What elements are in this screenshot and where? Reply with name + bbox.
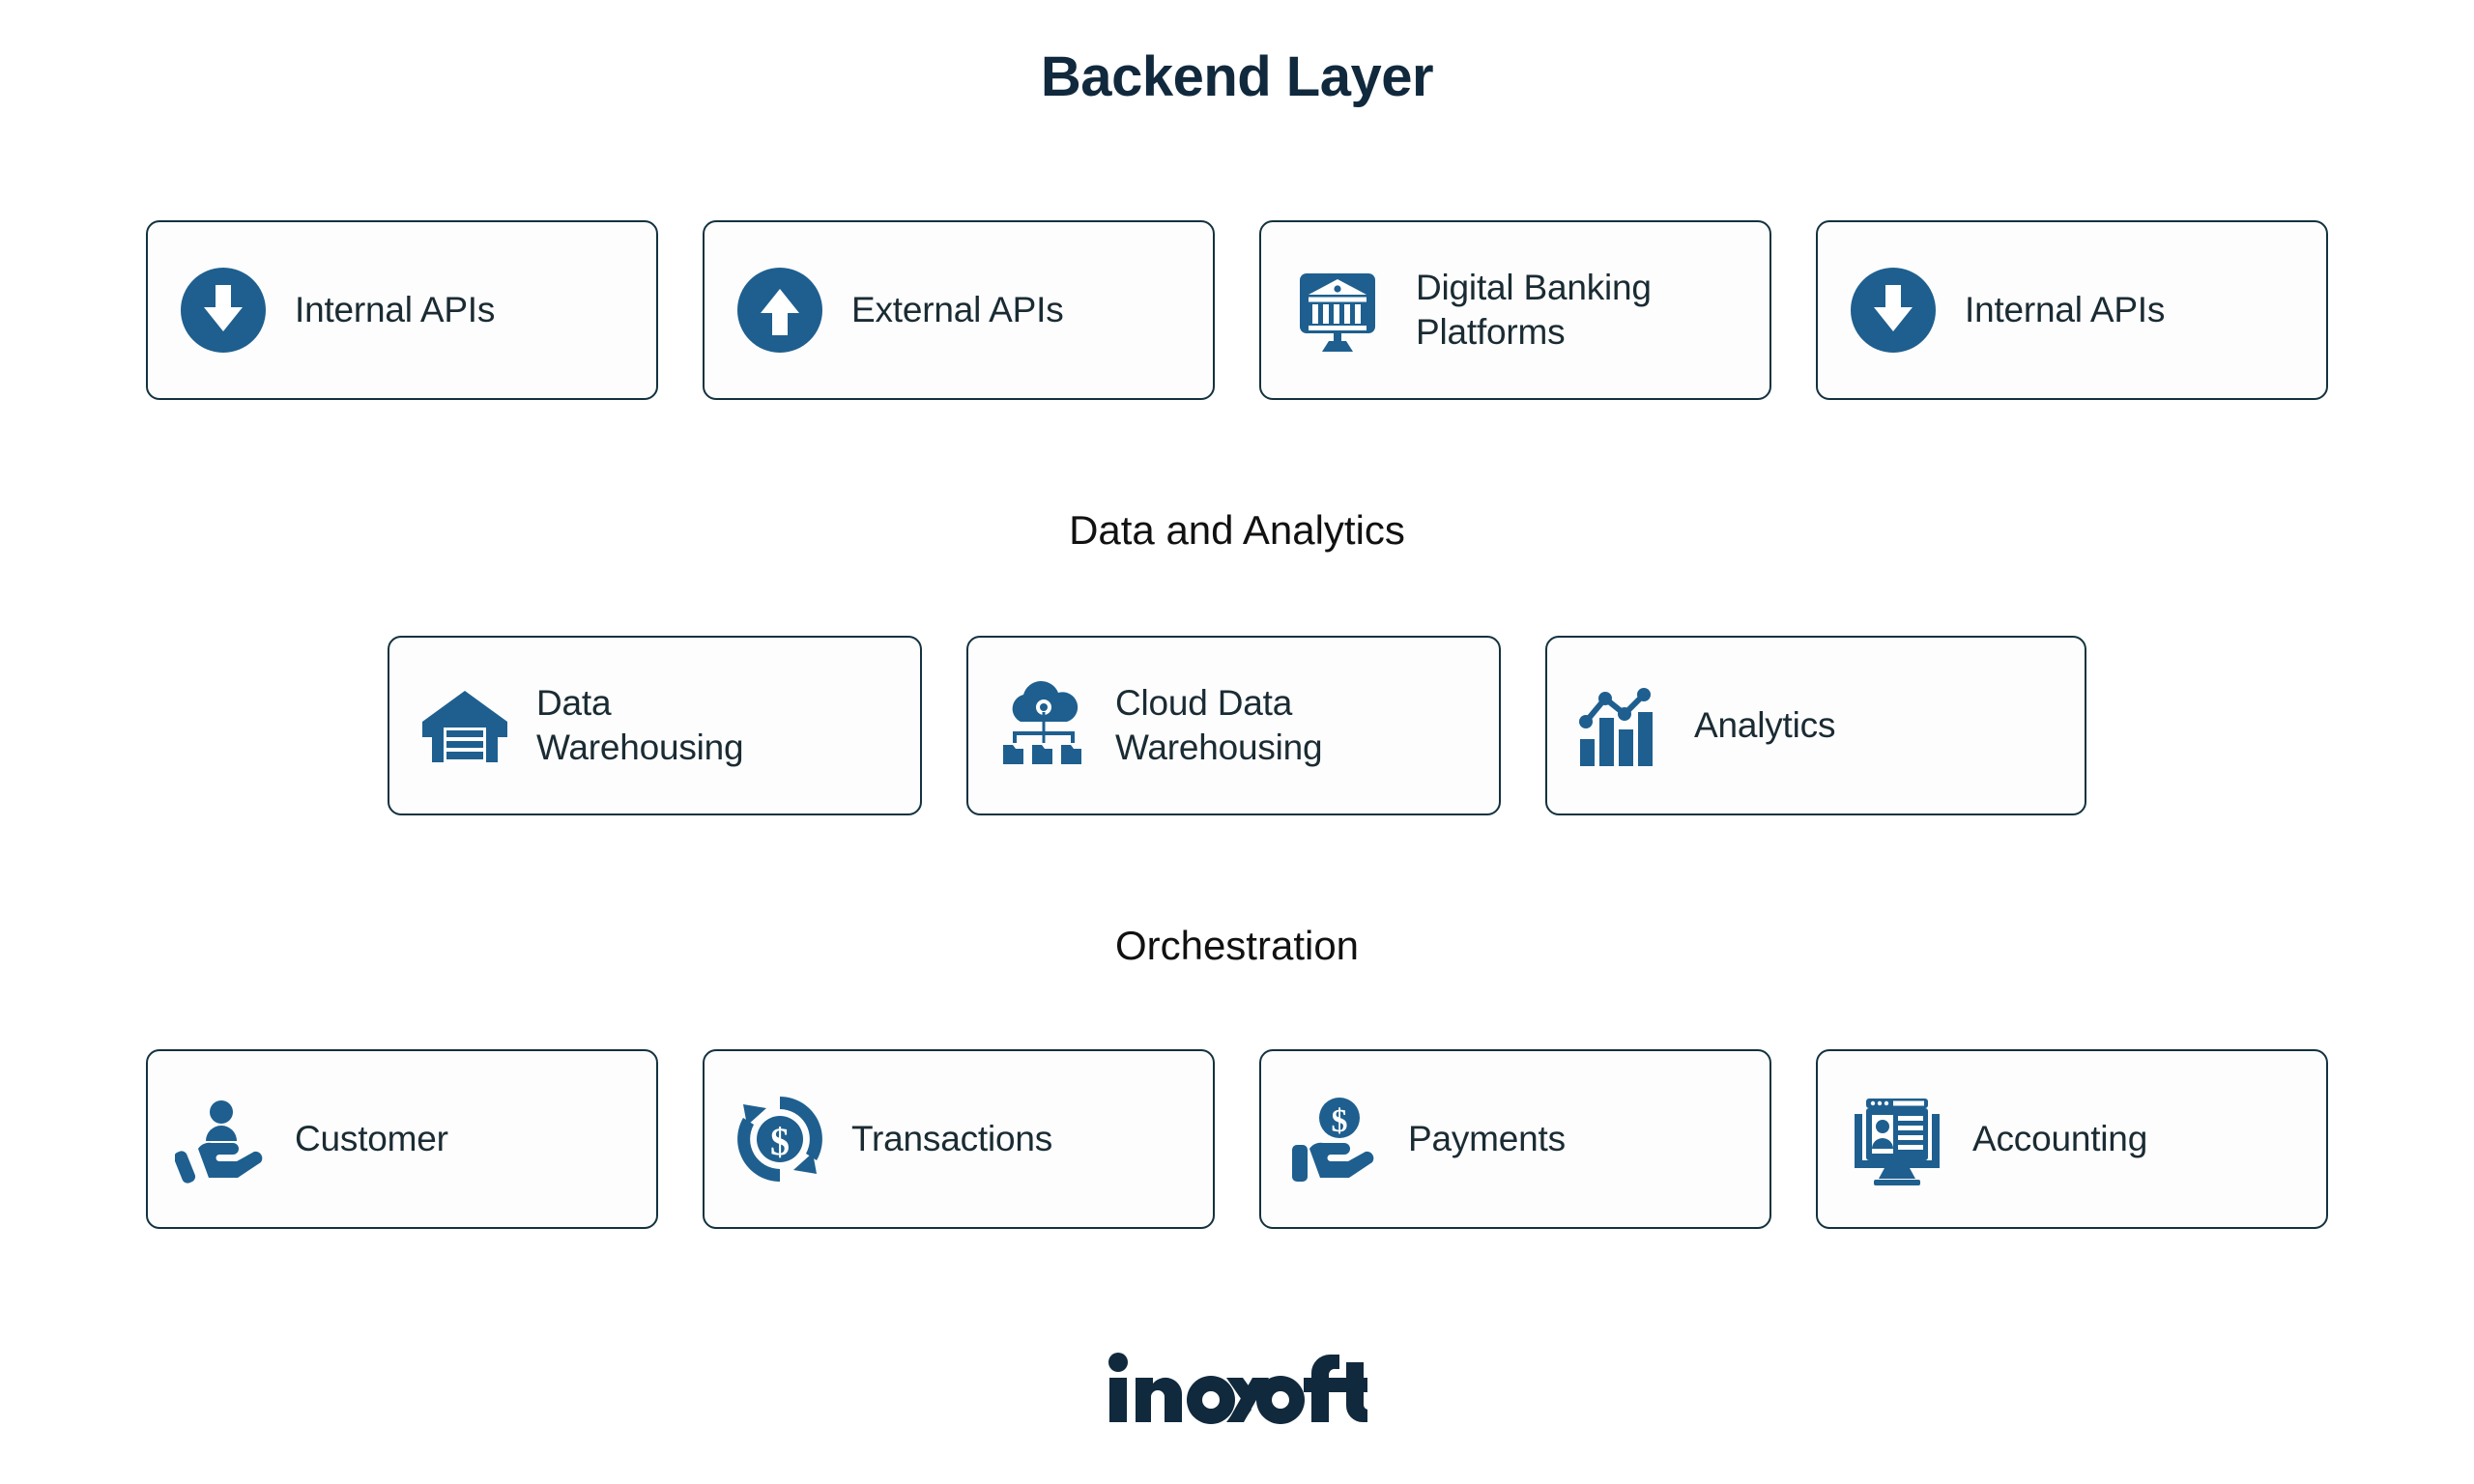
svg-text:$: $ xyxy=(1332,1103,1348,1139)
section-heading-data-analytics: Data and Analytics xyxy=(1069,507,1405,553)
refresh-coin-icon: $ xyxy=(730,1089,830,1189)
bank-monitor-icon xyxy=(1286,260,1395,360)
orchestration-card-row: Customer $ Transactions $ xyxy=(0,1049,2474,1229)
card-label: Data Warehousing xyxy=(536,683,744,767)
page-title: Backend Layer xyxy=(1040,45,1434,108)
card-label: External APIs xyxy=(851,290,1064,330)
brand-logo xyxy=(0,1351,2474,1426)
card-label: Analytics xyxy=(1694,705,1836,746)
card-data-warehousing[interactable]: Data Warehousing xyxy=(388,636,922,815)
card-label: Customer xyxy=(295,1119,448,1159)
svg-text:$: $ xyxy=(770,1120,790,1163)
arrow-down-circle-icon xyxy=(173,260,273,360)
arrow-down-circle-icon xyxy=(1843,260,1943,360)
monitor-profile-icon xyxy=(1843,1089,1951,1189)
card-label: Accounting xyxy=(1972,1119,2148,1159)
arrow-up-circle-icon xyxy=(730,260,830,360)
section-heading-orchestration: Orchestration xyxy=(1114,923,1360,968)
data-analytics-card-row: Data Warehousing Cloud Data Wa xyxy=(0,636,2474,815)
card-customer[interactable]: Customer xyxy=(146,1049,658,1229)
card-transactions[interactable]: $ Transactions xyxy=(703,1049,1215,1229)
inoxoft-logo-icon xyxy=(1108,1353,1367,1424)
card-label: Internal APIs xyxy=(295,290,496,330)
warehouse-icon xyxy=(415,675,515,776)
card-internal-apis-1[interactable]: Internal APIs xyxy=(146,220,658,400)
card-digital-banking-platforms[interactable]: Digital Banking Platforms xyxy=(1259,220,1771,400)
hand-coin-icon: $ xyxy=(1286,1089,1387,1189)
card-label: Cloud Data Warehousing xyxy=(1115,683,1323,767)
cloud-folders-icon xyxy=(993,675,1094,776)
card-label: Payments xyxy=(1408,1119,1566,1159)
backend-card-row: Internal APIs External APIs xyxy=(0,220,2474,400)
card-accounting[interactable]: Accounting xyxy=(1816,1049,2328,1229)
hand-person-icon xyxy=(173,1089,273,1189)
card-label: Digital Banking Platforms xyxy=(1416,268,1652,352)
bar-chart-line-icon xyxy=(1572,675,1673,776)
card-analytics[interactable]: Analytics xyxy=(1545,636,2086,815)
card-payments[interactable]: $ Payments xyxy=(1259,1049,1771,1229)
card-label: Internal APIs xyxy=(1965,290,2166,330)
card-external-apis[interactable]: External APIs xyxy=(703,220,1215,400)
card-label: Transactions xyxy=(851,1119,1053,1159)
card-cloud-data-warehousing[interactable]: Cloud Data Warehousing xyxy=(966,636,1501,815)
card-internal-apis-2[interactable]: Internal APIs xyxy=(1816,220,2328,400)
